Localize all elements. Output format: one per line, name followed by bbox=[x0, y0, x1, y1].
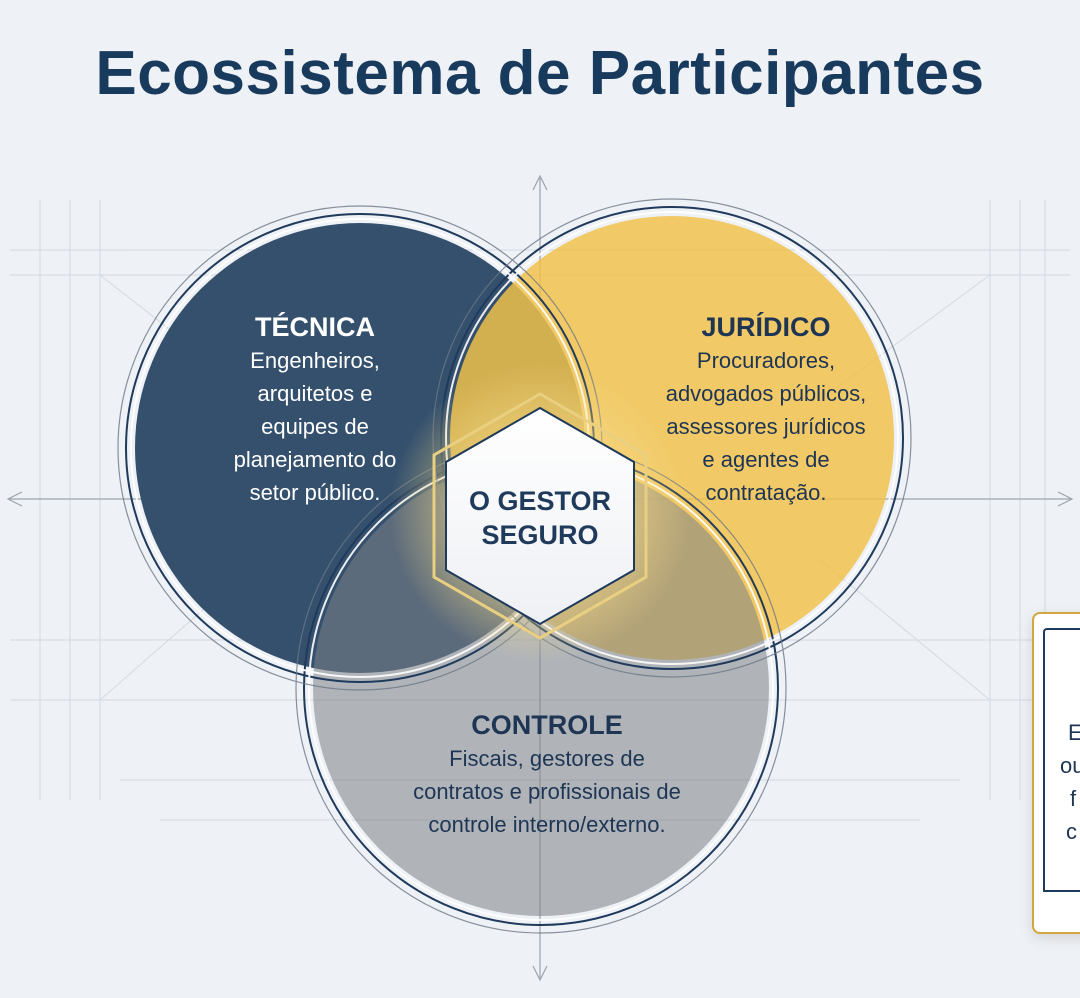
center-hexagon bbox=[445, 406, 635, 626]
tecnica-heading: TÉCNICA bbox=[255, 312, 375, 342]
juridico-line: assessores jurídicos bbox=[666, 414, 866, 439]
controle-line: controle interno/externo. bbox=[428, 812, 666, 837]
juridico-block: JURÍDICO Procuradores, advogados público… bbox=[628, 310, 904, 509]
tecnica-line: planejamento do bbox=[233, 447, 397, 472]
side-card-line: f bbox=[1070, 786, 1077, 811]
side-card-line: ou bbox=[1060, 753, 1080, 778]
side-card-line: E bbox=[1068, 720, 1080, 745]
center-label: O GESTOR SEGURO bbox=[440, 484, 640, 552]
center-hexagon-frame bbox=[432, 392, 648, 640]
tecnica-line: equipes de bbox=[261, 414, 369, 439]
center-label-line: O GESTOR bbox=[468, 486, 612, 516]
juridico-line: Procuradores, bbox=[696, 348, 836, 373]
tecnica-line: arquitetos e bbox=[257, 381, 373, 406]
controle-heading: CONTROLE bbox=[471, 710, 623, 740]
juridico-line: contratação. bbox=[705, 480, 827, 505]
page-title: Ecossistema de Participantes bbox=[95, 39, 985, 108]
controle-line: contratos e profissionais de bbox=[413, 779, 681, 804]
tecnica-block: TÉCNICA Engenheiros, arquitetos e equipe… bbox=[190, 310, 440, 509]
side-card-line: c bbox=[1066, 819, 1077, 844]
center-label-line: SEGURO bbox=[481, 520, 599, 550]
tecnica-line: Engenheiros, bbox=[250, 348, 380, 373]
juridico-line: advogados públicos, bbox=[665, 381, 867, 406]
controle-block: CONTROLE Fiscais, gestores de contratos … bbox=[362, 708, 732, 841]
tecnica-line: setor público. bbox=[249, 480, 381, 505]
side-card-text: E ou f c bbox=[1036, 716, 1080, 848]
controle-line: Fiscais, gestores de bbox=[449, 746, 645, 771]
side-card-border bbox=[1043, 628, 1080, 892]
juridico-line: e agentes de bbox=[702, 447, 830, 472]
side-card bbox=[1032, 612, 1080, 934]
blueprint-background bbox=[10, 200, 1070, 821]
juridico-heading: JURÍDICO bbox=[701, 312, 831, 342]
